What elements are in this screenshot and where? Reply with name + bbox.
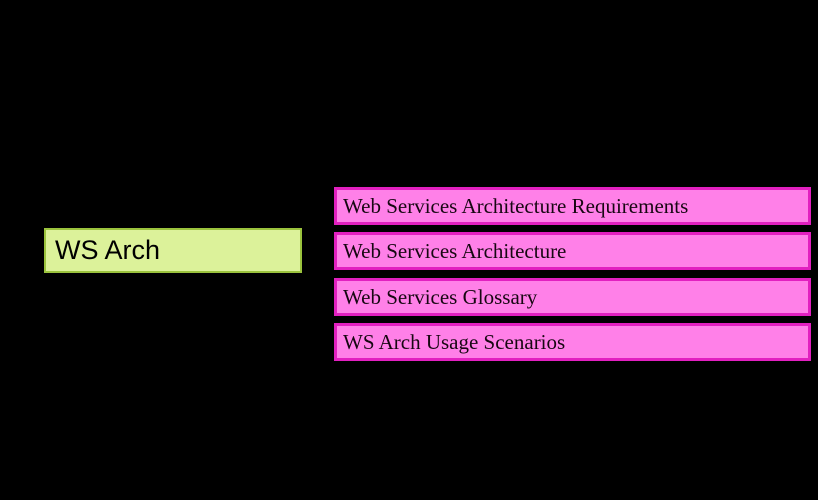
- edge-ws-arch-to-ws-arch-requirements: [301, 202, 333, 245]
- node-ws-architecture-label: Web Services Architecture: [343, 238, 567, 263]
- node-ws-arch-requirements[interactable]: Web Services Architecture Requirements: [334, 187, 811, 225]
- node-ws-arch-requirements-label: Web Services Architecture Requirements: [343, 193, 689, 218]
- node-ws-arch-label: WS Arch: [55, 235, 161, 265]
- node-ws-architecture[interactable]: Web Services Architecture: [334, 232, 811, 270]
- edge-ws-arch-to-ws-architecture: [301, 247, 333, 256]
- node-ws-glossary[interactable]: Web Services Glossary: [334, 278, 811, 316]
- node-ws-glossary-label: Web Services Glossary: [343, 284, 538, 309]
- node-ws-arch-usage-scenarios-label: WS Arch Usage Scenarios: [343, 329, 566, 354]
- edge-ws-arch-to-ws-glossary: [301, 253, 333, 301]
- node-ws-arch-usage-scenarios[interactable]: WS Arch Usage Scenarios: [334, 323, 811, 361]
- edge-ws-arch-to-ws-arch-usage-scenarios: [301, 257, 333, 346]
- node-ws-arch[interactable]: WS Arch: [44, 228, 302, 273]
